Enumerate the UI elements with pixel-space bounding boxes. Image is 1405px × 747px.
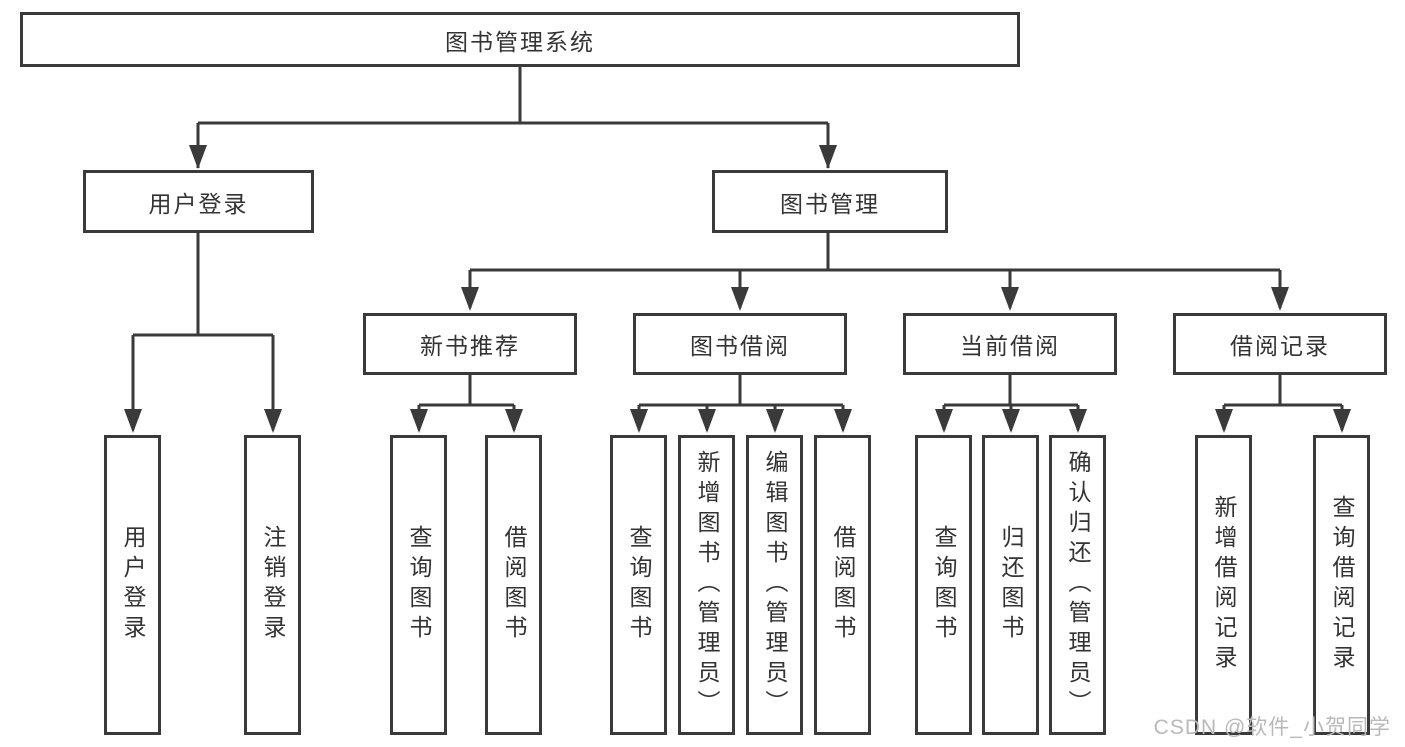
node-user-login: 用户登录 <box>83 170 314 233</box>
watermark: CSDN @软件_小贺同学 <box>1153 716 1391 739</box>
leaf-borrow-books-borrowing: 借阅图书 <box>814 435 871 735</box>
leaf-confirm-return-admin: 确认归还（管理员） <box>1049 435 1106 735</box>
node-current-borrowing: 当前借阅 <box>903 313 1117 375</box>
leaf-borrow-books-recommend: 借阅图书 <box>485 435 542 735</box>
arrowheads <box>124 145 1351 433</box>
leaf-query-books-borrowing: 查询图书 <box>610 435 667 735</box>
node-new-book-recommend: 新书推荐 <box>363 313 577 375</box>
leaf-edit-books-admin: 编辑图书（管理员） <box>746 435 803 735</box>
node-book-management: 图书管理 <box>712 170 948 233</box>
leaf-add-borrow-record: 新增借阅记录 <box>1195 435 1252 735</box>
leaf-query-books-recommend: 查询图书 <box>390 435 447 735</box>
node-root: 图书管理系统 <box>20 12 1020 67</box>
leaf-logout-login: 注销登录 <box>244 435 301 735</box>
leaf-query-borrow-record: 查询借阅记录 <box>1313 435 1370 735</box>
node-borrowing-records: 借阅记录 <box>1173 313 1387 375</box>
leaf-return-books: 归还图书 <box>982 435 1039 735</box>
leaf-query-books-current: 查询图书 <box>915 435 972 735</box>
leaf-user-login: 用户登录 <box>104 435 161 735</box>
leaf-add-books-admin: 新增图书（管理员） <box>678 435 735 735</box>
node-book-borrowing: 图书借阅 <box>633 313 847 375</box>
